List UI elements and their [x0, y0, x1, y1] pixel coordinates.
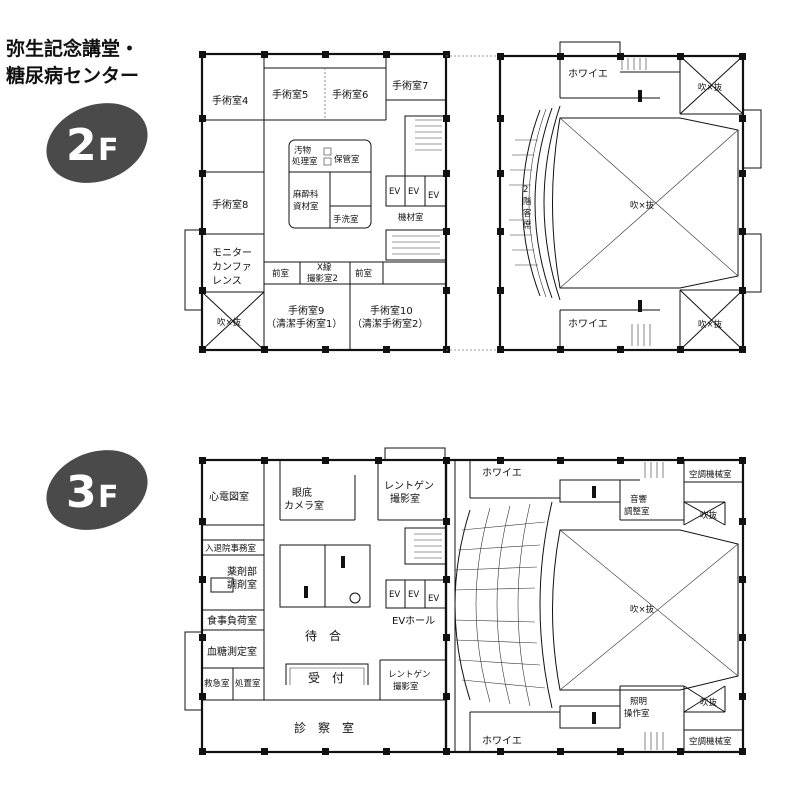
room-dirty-1: 汚物	[294, 145, 312, 156]
room-xray-4: 撮影室	[393, 681, 419, 692]
room-emergency: 救急室	[204, 678, 230, 689]
room-wash: 手洗室	[333, 214, 359, 225]
room-exam: 診 察 室	[294, 720, 354, 735]
room-pharm-2: 調剤室	[227, 578, 257, 591]
room-monitor-3: レンス	[212, 276, 242, 287]
void-2f-center: 吹×抜	[630, 200, 655, 211]
elevator-3f-3: EV	[428, 594, 439, 604]
void-2f-left: 吹×抜	[217, 317, 242, 328]
void-3f-center: 吹×抜	[630, 604, 655, 615]
elevator-2: EV	[408, 187, 419, 197]
room-monitor-2: カンファ	[212, 261, 252, 273]
room-anes-1: 麻酔科	[293, 189, 319, 200]
room-xray-1: レントゲン	[384, 480, 434, 492]
area-wait: 待 合	[305, 628, 341, 643]
elevator-3f-1: EV	[389, 590, 400, 600]
room-ante-1: 前室	[272, 268, 290, 279]
floor-2f-number: 2	[66, 120, 97, 171]
room-admission: 入退院事務室	[205, 543, 257, 554]
room-monitor-1: モニター	[212, 247, 252, 259]
room-fundus-2: カメラ室	[284, 499, 324, 512]
void-3f-top-right: 吹抜	[700, 510, 718, 521]
floor-badge-2f: 2 F	[46, 103, 148, 183]
hvac-3f-top: 空調機械室	[689, 469, 732, 480]
plan-3f-hall: ホワイエ ホワイエ 空調機械室 空調機械室 音響 調整室 照明 操作室 吹抜 吹…	[444, 457, 746, 755]
room-food: 食事負荷室	[207, 614, 257, 627]
room-or9-b: （清潔手術室1）	[266, 317, 342, 330]
room-or5: 手術室5	[272, 88, 308, 101]
room-or9-a: 手術室9	[288, 304, 324, 317]
elevator-3f-2: EV	[408, 590, 419, 600]
void-2f-bottom-right: 吹×抜	[698, 319, 723, 330]
floor-2f-suffix: F	[98, 133, 119, 168]
seats-2f-char-1: 2	[523, 185, 528, 195]
elevator-3: EV	[428, 191, 439, 201]
room-pharm-1: 薬剤部	[227, 565, 257, 578]
room-or7: 手術室7	[392, 79, 428, 92]
title-line-2: 糖尿病センター	[6, 64, 139, 87]
room-xray-2: 撮影室2	[307, 273, 338, 284]
room-glucose: 血糖測定室	[207, 645, 257, 658]
void-3f-bottom-right: 吹抜	[700, 697, 718, 708]
foyer-2f-top: ホワイエ	[568, 68, 608, 80]
void-2f-top-right: 吹×抜	[698, 82, 723, 93]
plan-2f-center: 手術室4 手術室5 手術室6 手術室7 汚物 処理室 保管室 麻酔科 資材室 手…	[184, 51, 450, 353]
foyer-3f-bottom: ホワイエ	[482, 735, 522, 747]
floor-3f-suffix: F	[98, 480, 119, 515]
room-ante-2: 前室	[355, 268, 373, 279]
title-line-1: 弥生記念講堂・	[6, 37, 139, 60]
seats-2f-char-4: 席	[523, 220, 532, 231]
floor-3f-number: 3	[66, 467, 97, 518]
room-xray-2: 撮影室	[390, 492, 420, 505]
hvac-3f-bottom: 空調機械室	[689, 736, 732, 747]
seats-2f-char-3: 客	[523, 208, 532, 219]
room-or4: 手術室4	[212, 94, 248, 107]
room-light-1: 照明	[630, 697, 647, 707]
plan-3f-center: 心電図室 眼底 カメラ室 レントゲン 撮影室 入退院事務室 薬剤部 調剤室 EV…	[184, 447, 450, 755]
room-fundus-1: 眼底	[292, 486, 312, 499]
area-reception: 受 付	[308, 671, 344, 685]
room-storage: 保管室	[334, 154, 360, 165]
floor-badge-3f: 3 F	[46, 450, 148, 530]
foyer-3f-top: ホワイエ	[482, 467, 522, 479]
foyer-2f-bottom: ホワイエ	[568, 318, 608, 330]
room-xray-1: X線	[317, 262, 332, 273]
room-anes-2: 資材室	[293, 201, 319, 212]
room-sound-1: 音響	[630, 494, 648, 505]
room-dirty-2: 処理室	[292, 156, 318, 167]
room-light-2: 操作室	[624, 708, 650, 719]
room-sound-2: 調整室	[624, 506, 650, 517]
seats-2f-char-2: 階	[523, 196, 532, 207]
room-or8: 手術室8	[212, 198, 248, 211]
room-or6: 手術室6	[332, 88, 368, 101]
plan-2f-hall: ホワイエ ホワイエ 吹×抜 吹×抜 吹×抜 2 階 客 席	[497, 41, 762, 353]
elevator-1: EV	[389, 187, 400, 197]
room-or10-a: 手術室10	[370, 304, 413, 317]
area-ev-hall: EVホール	[392, 615, 435, 627]
room-treatment: 処置室	[235, 678, 261, 689]
room-xray-3: レントゲン	[388, 669, 431, 680]
room-or10-b: （清潔手術室2）	[352, 317, 428, 330]
room-equip: 機材室	[398, 212, 424, 223]
room-ecg: 心電図室	[209, 490, 249, 503]
